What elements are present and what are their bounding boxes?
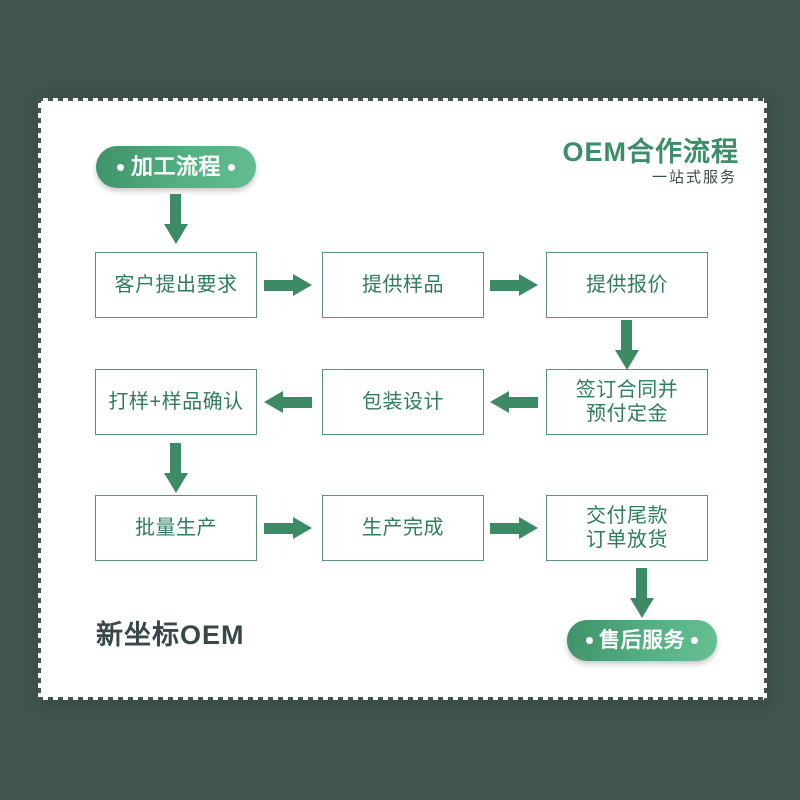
arrow-head-left-icon bbox=[264, 391, 283, 413]
flow-node-label-line1: 交付尾款 bbox=[586, 504, 668, 527]
flow-node-packaging-design[interactable]: 包装设计 bbox=[322, 369, 484, 435]
connector-row1-b-to-c bbox=[490, 274, 538, 296]
arrow-shaft bbox=[636, 568, 647, 600]
arrow-shaft bbox=[170, 194, 181, 226]
arrow-shaft bbox=[264, 523, 294, 534]
page-title: OEM合作流程 bbox=[562, 137, 739, 167]
flow-node-final-payment-release[interactable]: 交付尾款 订单放货 bbox=[546, 495, 708, 561]
connector-row3-b-to-c bbox=[490, 517, 538, 539]
arrow-shaft bbox=[508, 397, 538, 408]
after-sales-service-badge: 售后服务 bbox=[567, 620, 717, 661]
arrow-shaft bbox=[282, 397, 312, 408]
connector-row3-to-footer-badge bbox=[630, 568, 654, 618]
flow-node-provide-sample[interactable]: 提供样品 bbox=[322, 252, 484, 318]
connector-row1-a-to-b bbox=[264, 274, 312, 296]
flow-node-label: 包装设计 bbox=[362, 390, 444, 413]
after-sales-service-badge-label: 售后服务 bbox=[599, 629, 685, 652]
flowchart-card: 加工流程 OEM合作流程 一站式服务 客户提出要求 提供样品 提供报价 bbox=[38, 98, 767, 700]
flow-node-customer-request[interactable]: 客户提出要求 bbox=[95, 252, 257, 318]
connector-row2-c-to-b bbox=[490, 391, 538, 413]
flow-node-label: 批量生产 bbox=[135, 516, 217, 539]
bullet-dot-icon bbox=[228, 163, 235, 171]
flow-node-label: 提供样品 bbox=[362, 273, 444, 296]
connector-row2-to-row3 bbox=[164, 443, 188, 493]
flow-node-proofing-sample-confirm[interactable]: 打样+样品确认 bbox=[95, 369, 257, 435]
flow-node-label: 生产完成 bbox=[362, 516, 444, 539]
arrow-shaft bbox=[621, 320, 632, 352]
arrow-head-right-icon bbox=[293, 517, 312, 539]
arrow-shaft bbox=[490, 280, 520, 291]
flow-node-provide-quote[interactable]: 提供报价 bbox=[546, 252, 708, 318]
flow-node-sign-contract-deposit[interactable]: 签订合同并 预付定金 bbox=[546, 369, 708, 435]
connector-badge-to-row1 bbox=[164, 194, 188, 244]
brand-name: 新坐标OEM bbox=[96, 620, 245, 650]
flow-node-label: 客户提出要求 bbox=[114, 273, 238, 296]
flow-node-production-complete[interactable]: 生产完成 bbox=[322, 495, 484, 561]
process-flow-badge-label: 加工流程 bbox=[130, 154, 221, 179]
arrow-head-down-icon bbox=[630, 598, 654, 618]
process-flow-badge: 加工流程 bbox=[96, 146, 256, 188]
flow-node-label-line2: 订单放货 bbox=[586, 529, 668, 551]
bullet-dot-icon bbox=[116, 163, 124, 171]
arrow-head-right-icon bbox=[293, 274, 312, 296]
connector-row1-to-row2 bbox=[615, 320, 639, 370]
arrow-head-down-icon bbox=[615, 350, 639, 370]
arrow-head-down-icon bbox=[164, 224, 188, 244]
flow-node-label-line1: 签订合同并 bbox=[575, 378, 679, 401]
flow-node-label: 签订合同并 预付定金 bbox=[576, 378, 679, 427]
flow-node-label-line2: 预付定金 bbox=[586, 403, 668, 425]
flow-node-label: 提供报价 bbox=[586, 273, 668, 296]
connector-row2-b-to-a bbox=[264, 391, 312, 413]
page-subtitle: 一站式服务 bbox=[651, 169, 737, 186]
arrow-shaft bbox=[490, 523, 520, 534]
arrow-head-right-icon bbox=[519, 274, 538, 296]
arrow-head-left-icon bbox=[490, 391, 509, 413]
flow-node-mass-production[interactable]: 批量生产 bbox=[95, 495, 257, 561]
bullet-dot-icon bbox=[586, 637, 593, 644]
flow-node-label: 交付尾款 订单放货 bbox=[586, 504, 668, 553]
arrow-head-down-icon bbox=[164, 473, 188, 493]
arrow-shaft bbox=[264, 280, 294, 291]
connector-row3-a-to-b bbox=[264, 517, 312, 539]
flow-node-label: 打样+样品确认 bbox=[108, 390, 244, 413]
arrow-shaft bbox=[170, 443, 181, 475]
arrow-head-right-icon bbox=[519, 517, 538, 539]
bullet-dot-icon bbox=[691, 637, 698, 644]
